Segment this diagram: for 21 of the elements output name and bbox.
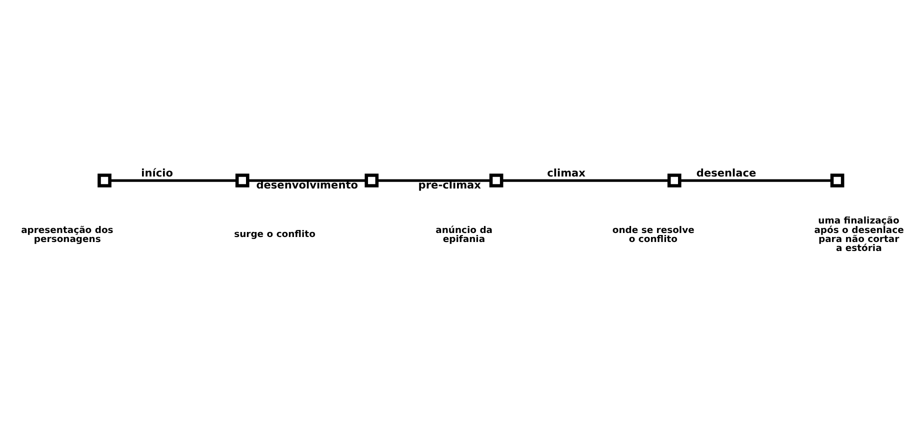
node-box [364,174,378,188]
label: anúncio da epifania [435,224,492,245]
edge-label: desenlace [696,167,756,180]
node-box [666,174,681,188]
label: onde se resolve o conflito [612,224,694,245]
label: apresentação dos personagens [20,224,113,245]
edge-label: climax [546,167,585,180]
connector [247,179,366,182]
edge-label: início [140,167,172,180]
edge-label: desenvolvimento [256,179,358,192]
node-box [830,174,844,188]
connector [501,179,668,182]
node-box [488,174,503,188]
connector [109,179,236,182]
label: surge o conflito [234,229,315,240]
node-box [234,174,249,188]
connector [679,179,832,182]
label: uma finalização após o desenlace para não cortar a estória [814,216,904,254]
node-box [97,174,111,188]
edge-label: pré-climax [418,179,480,192]
connector [376,179,490,182]
